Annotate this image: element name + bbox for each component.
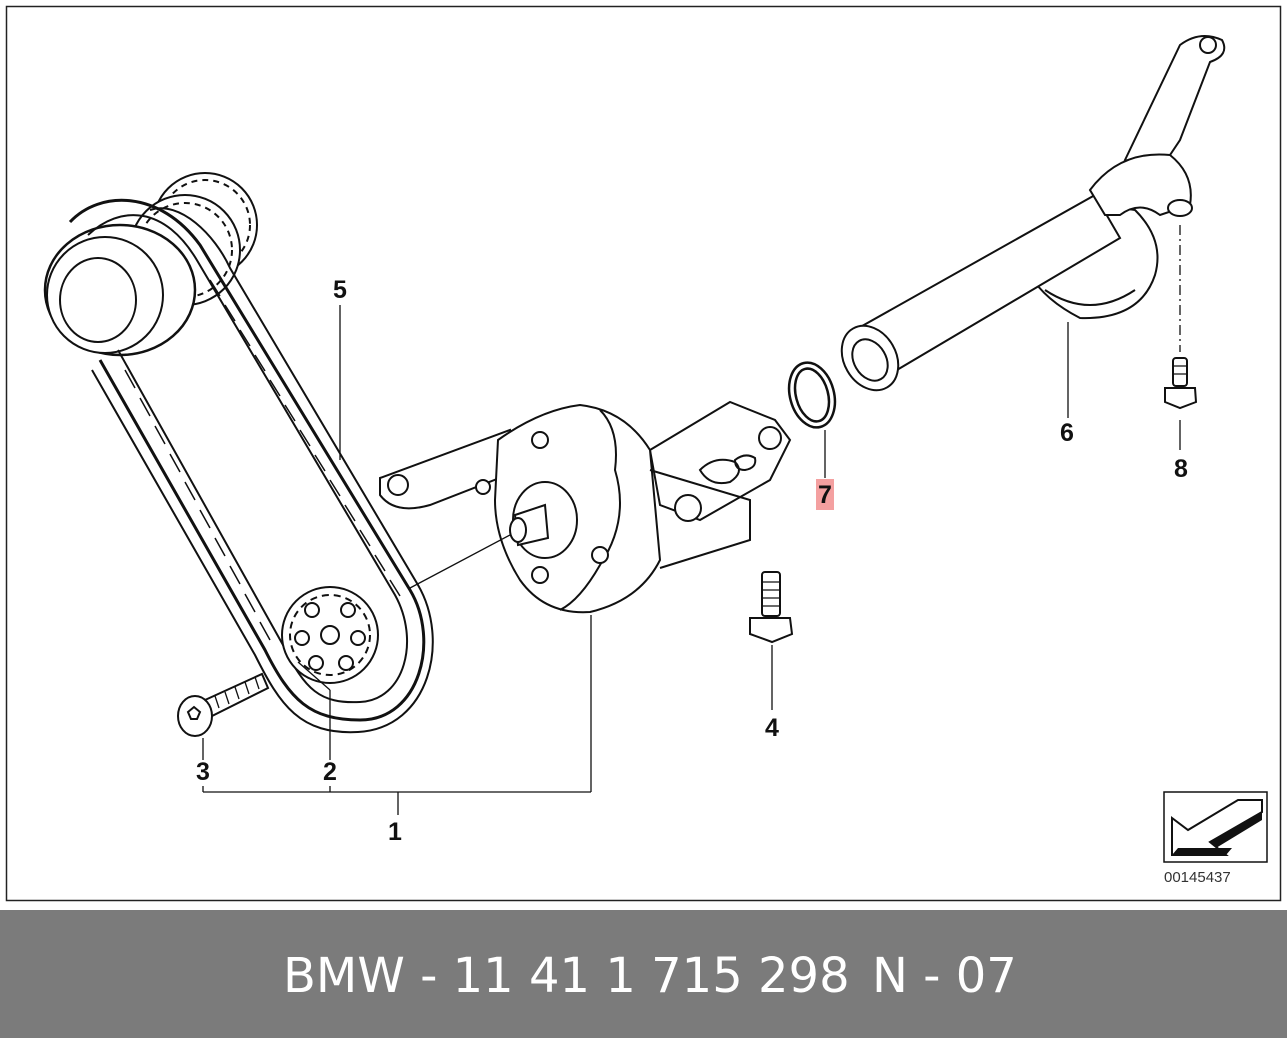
sprocket-bolt xyxy=(177,672,270,737)
callout-4[interactable]: 4 xyxy=(765,714,779,742)
leader-lines xyxy=(202,225,1181,815)
callout-5[interactable]: 5 xyxy=(333,276,347,304)
pump-mounting-screw xyxy=(749,571,794,644)
callout-3[interactable]: 3 xyxy=(196,758,210,786)
callout-1[interactable]: 1 xyxy=(388,818,402,846)
callout-6[interactable]: 6 xyxy=(1060,419,1074,447)
orientation-arrow-box xyxy=(1163,791,1268,863)
part-7-highlight xyxy=(816,479,834,510)
oil-pump-body xyxy=(379,400,792,614)
callout-8[interactable]: 8 xyxy=(1174,455,1188,483)
bracket-screw xyxy=(1164,357,1198,410)
parts-diagram: 5 2 3 1 4 7 6 8 00145437 xyxy=(5,5,1282,902)
oil-pump-sprocket xyxy=(281,586,379,684)
caption-bar: BMW - 11 41 1 715 298 N - 07 xyxy=(0,910,1287,1038)
callout-7[interactable]: 7 xyxy=(818,481,832,509)
callout-2[interactable]: 2 xyxy=(323,758,337,786)
diagram-code-caption: N - 07 xyxy=(872,948,1017,1004)
part-number-caption: BMW - 11 41 1 715 298 xyxy=(283,948,850,1004)
timing-chain-assembly xyxy=(43,172,434,734)
image-number: 00145437 xyxy=(1164,869,1231,886)
o-ring xyxy=(787,361,837,429)
suction-pipe xyxy=(840,35,1226,392)
